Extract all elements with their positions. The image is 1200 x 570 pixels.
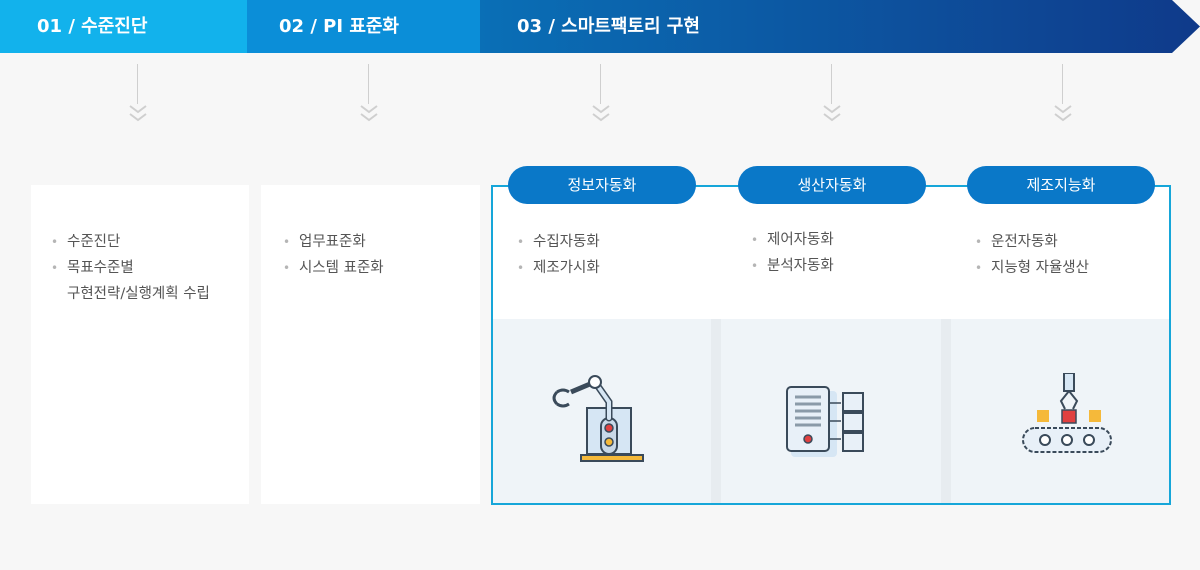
column-manufacturing-intelligence: 운전자동화 지능형 자율생산 bbox=[951, 187, 1169, 503]
process-steps-bar: 01 / 수준진단 02 / PI 표준화 03 / 스마트팩토리 구현 bbox=[0, 0, 1200, 53]
pill-info-automation: 정보자동화 bbox=[508, 166, 696, 204]
production-automation-list: 제어자동화 분석자동화 bbox=[751, 227, 834, 279]
standardization-card: 업무표준화 시스템 표준화 bbox=[261, 185, 480, 504]
list-item: 분석자동화 bbox=[751, 253, 834, 279]
diagnosis-list: 수준진단 목표수준별 구현전략/실행계획 수립 bbox=[51, 229, 210, 307]
conveyor-icon bbox=[1022, 373, 1112, 453]
down-arrow-icon bbox=[1053, 64, 1073, 126]
list-item: 목표수준별 bbox=[51, 255, 210, 281]
down-arrow-icon bbox=[359, 64, 379, 126]
column-divider bbox=[711, 319, 721, 503]
list-item: 수준진단 bbox=[51, 229, 210, 255]
step-1-label: 01 / 수준진단 bbox=[37, 16, 148, 37]
list-item-continuation: 구현전략/실행계획 수립 bbox=[67, 286, 210, 302]
smart-factory-group: 수집자동화 제조가시화 제어자동화 분석자동화 bbox=[491, 166, 1171, 505]
manufacturing-intelligence-list: 운전자동화 지능형 자율생산 bbox=[975, 229, 1089, 281]
info-automation-list: 수집자동화 제조가시화 bbox=[517, 229, 600, 281]
down-arrow-icon bbox=[128, 64, 148, 126]
list-item: 지능형 자율생산 bbox=[975, 255, 1089, 281]
down-arrow-icon bbox=[591, 64, 611, 126]
column-info-automation: 수집자동화 제조가시화 bbox=[493, 187, 711, 503]
list-item: 운전자동화 bbox=[975, 229, 1089, 255]
list-item: 제조가시화 bbox=[517, 255, 600, 281]
list-item: 수집자동화 bbox=[517, 229, 600, 255]
list-item: 시스템 표준화 bbox=[283, 255, 384, 281]
pill-manufacturing-intelligence: 제조지능화 bbox=[967, 166, 1155, 204]
column-production-automation: 제어자동화 분석자동화 bbox=[721, 187, 941, 503]
robot-arm-icon bbox=[552, 375, 644, 462]
step-3-label: 03 / 스마트팩토리 구현 bbox=[517, 16, 700, 37]
column-divider bbox=[941, 319, 951, 503]
pill-production-automation: 생산자동화 bbox=[738, 166, 926, 204]
diagnosis-card: 수준진단 목표수준별 구현전략/실행계획 수립 bbox=[31, 185, 249, 504]
step-2-label: 02 / PI 표준화 bbox=[279, 16, 399, 37]
steps-arrow-background bbox=[0, 0, 1200, 53]
list-item: 제어자동화 bbox=[751, 227, 834, 253]
standardization-list: 업무표준화 시스템 표준화 bbox=[283, 229, 384, 281]
down-arrow-icon bbox=[822, 64, 842, 126]
server-cubes-icon bbox=[786, 386, 864, 457]
list-item: 업무표준화 bbox=[283, 229, 384, 255]
